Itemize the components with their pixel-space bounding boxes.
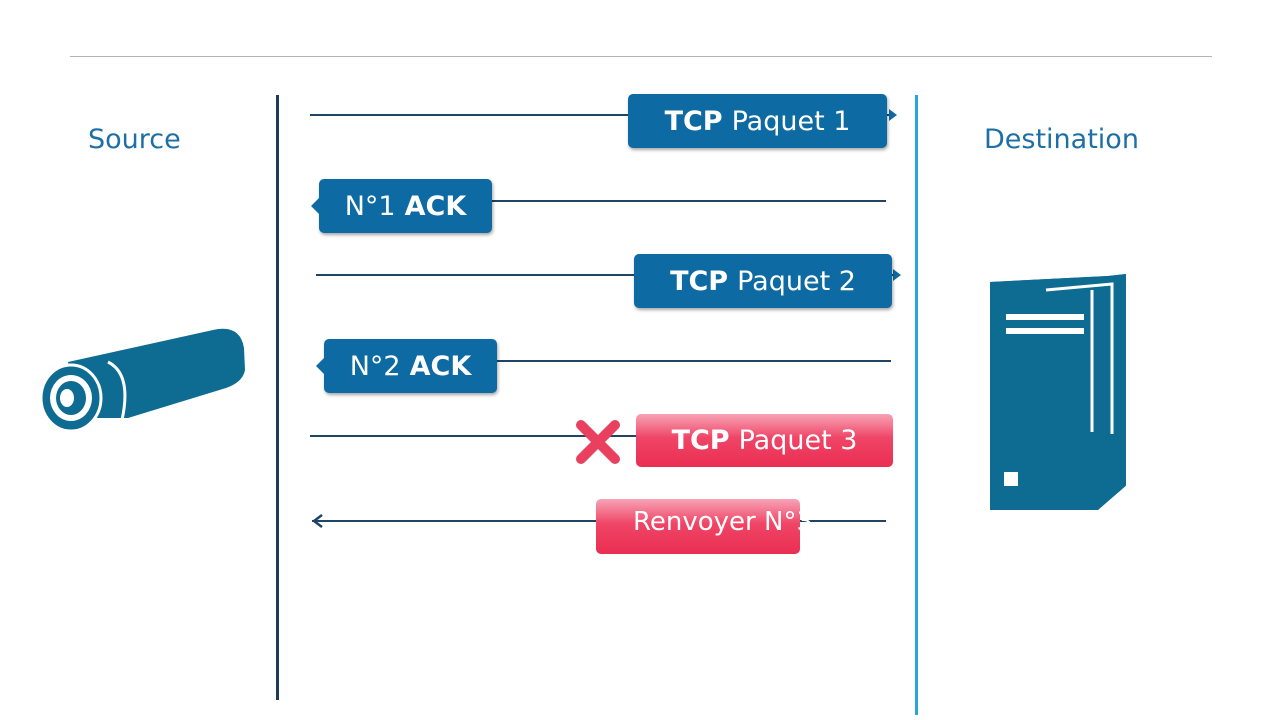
server-icon	[988, 274, 1128, 510]
message-line-2	[320, 200, 886, 202]
message-3-text: Paquet 2	[737, 265, 856, 297]
top-divider	[70, 56, 1212, 57]
message-line-1	[310, 109, 897, 121]
message-1-text: Paquet 1	[731, 105, 851, 137]
message-2-text: N°1	[344, 190, 396, 222]
message-box-5: TCP Paquet 3	[636, 414, 893, 467]
message-5-strong: TCP	[671, 425, 730, 456]
message-line-3	[316, 269, 901, 281]
message-4-strong: ACK	[409, 350, 472, 382]
message-6-text: Renvoyer N°3	[633, 506, 813, 537]
source-lifeline	[276, 95, 279, 700]
camera-icon	[38, 322, 250, 437]
message-box-6: Renvoyer N°3	[596, 499, 813, 554]
arrow-left-icon	[310, 513, 326, 529]
source-label: Source	[88, 124, 181, 155]
x-mark-icon	[574, 418, 622, 466]
message-1-strong: TCP	[664, 105, 723, 137]
message-box-1: TCP Paquet 1	[628, 94, 887, 148]
destination-lifeline	[915, 95, 918, 715]
message-5-text: Paquet 3	[738, 425, 858, 456]
message-box-3: TCP Paquet 2	[634, 254, 892, 308]
message-4-text: N°2	[349, 350, 401, 382]
message-line-4	[326, 360, 891, 362]
message-3-strong: TCP	[670, 265, 729, 297]
message-box-2: N°1 ACK	[311, 179, 492, 233]
destination-label: Destination	[984, 124, 1139, 155]
message-2-strong: ACK	[404, 190, 467, 222]
message-box-4: N°2 ACK	[316, 339, 497, 393]
